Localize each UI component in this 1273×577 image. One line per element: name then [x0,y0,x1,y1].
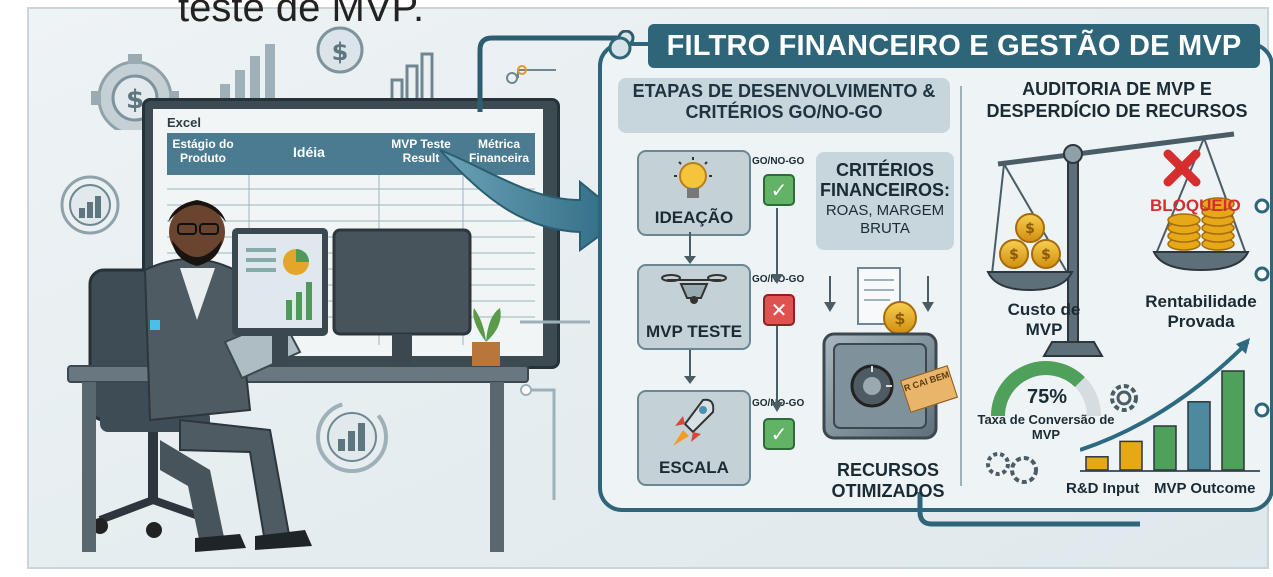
excel-title: Excel [167,115,201,130]
gate-flow-arrows [771,208,783,412]
balance-scale-illustration: $ $ $ [986,131,1250,357]
criteria-box: CRITÉRIOS FINANCEIROS: ROAS, MARGEM BRUT… [816,152,954,250]
criteria-title: CRITÉRIOS FINANCEIROS: [820,160,950,200]
svg-text:$: $ [1041,247,1051,263]
gauge-fill [991,361,1085,417]
connector-lines-top [477,30,635,112]
connector-lines-bottom [520,320,590,500]
panel-side-dots [1254,198,1270,418]
growth-bar [1085,456,1109,471]
mvp-cost-label: Custo de MVP [1007,300,1081,339]
check-icon: ✓ [763,174,795,206]
red-x-icon [1163,149,1201,187]
growth-bar-chart [1080,338,1260,472]
svg-text:$: $ [332,38,349,66]
top-caption: teste de MVP. [178,0,425,30]
analytics-circle-icon-bottom [316,401,388,473]
excel-col-header: Idéia [293,144,325,160]
heading-node-icon [608,36,632,60]
gears-icon [986,452,1038,484]
bar-label-mvp-outcome: MVP Outcome [1154,480,1256,497]
safe-icon [822,332,938,440]
svg-text:$: $ [894,309,905,328]
analytics-circle-icon [60,175,120,235]
dollar-circle-icon: $ [316,26,364,74]
safe-illustration: $ [822,267,938,440]
gate-label: GO/NO-GO [752,156,805,167]
desk-top [67,365,529,383]
gear-icon [1110,384,1138,412]
stage-label: ESCALA [659,458,729,477]
blocked-label: BLOQUEIO [1150,196,1241,215]
drone-icon [661,274,727,304]
check-icon: ✓ [763,418,795,450]
excel-col-header: MVP Teste Result [391,137,451,165]
bar-label-rd-input: R&D Input [1066,480,1140,497]
excel-col-header: Estágio do Produto [172,137,234,165]
desk-leg [490,382,504,552]
profitability-label: Rentabilidade Provada [1145,292,1257,331]
coin-icon: $ [883,301,917,335]
excel-col-header: Métrica Financeira [468,137,530,165]
desk-leg [82,382,96,552]
criteria-items: ROAS, MARGEM BRUTA [825,202,945,237]
stage-mvp-test: MVP TESTE [637,264,751,350]
document-icon [857,267,901,325]
stage-ideation: IDEAÇÃO [637,150,751,236]
resources-label: RECURSOS OTIMIZADOS [831,460,945,501]
stage-label: IDEAÇÃO [654,208,734,227]
coin-stack-icon: $ $ $ [999,213,1061,269]
audit-section-title: AUDITORIA DE MVP E DESPERDÍCIO DE RECURS… [986,79,1248,121]
main-heading: FILTRO FINANCEIRO E GESTÃO DE MVP [648,24,1260,68]
lightbulb-icon [674,157,712,198]
growth-bar [1119,440,1143,471]
growth-bar [1221,370,1245,471]
rocket-icon [673,398,715,446]
growth-bar [1153,425,1177,471]
section-divider [960,86,962,486]
gold-coins-pile-icon [1167,197,1235,251]
stage-label: MVP TESTE [645,322,743,341]
cross-icon: ✕ [763,294,795,326]
large-monitor-icon [332,228,472,336]
gauge-value: 75% [1026,386,1068,408]
gauge-label: Taxa de Conversão de MVP [977,412,1115,442]
svg-text:$: $ [1009,247,1019,263]
growth-bar [1187,401,1211,471]
stages-section-title: ETAPAS DE DESENVOLVIMENTO & CRITÉRIOS GO… [618,78,950,133]
person-at-desk-illustration [67,200,529,552]
svg-text:$: $ [1025,221,1035,237]
stage-flow-arrows [684,232,696,384]
stage-scale: ESCALA [637,390,751,486]
conversion-gauge [991,361,1101,417]
svg-text:$: $ [126,85,144,115]
plant-icon [472,308,501,366]
panel-bottom-connector [917,492,1140,527]
